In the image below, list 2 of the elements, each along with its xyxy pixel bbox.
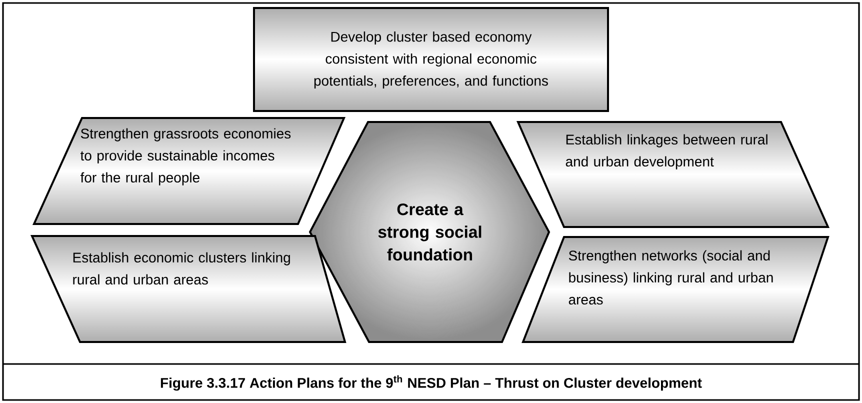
goal-box: Develop cluster based economy consistent with regional economic potentials, preferences, and functions — [253, 7, 609, 112]
figure-caption: Figure 3.3.17 Action Plans for the 9$^{th}$ NESD Plan – Thrust on Cluster development — [160, 375, 702, 391]
